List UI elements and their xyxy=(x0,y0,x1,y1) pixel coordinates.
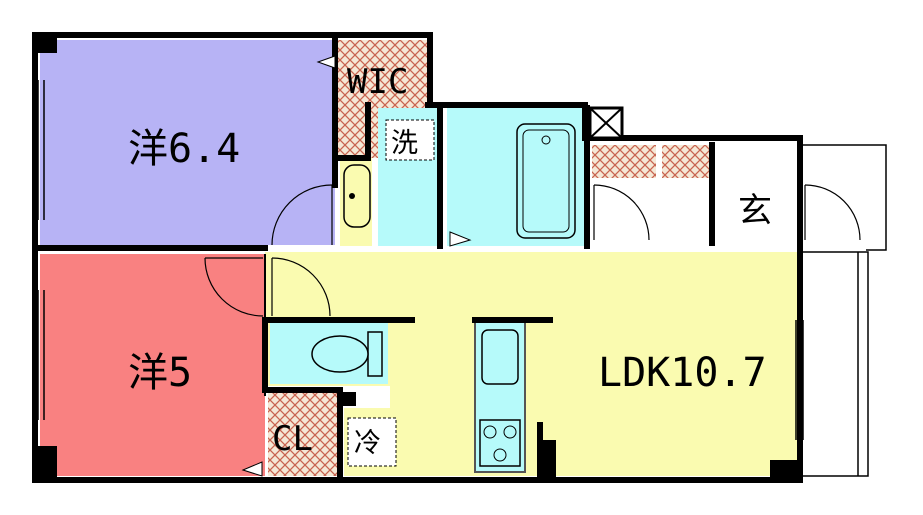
western-room-2-floor xyxy=(40,254,265,476)
washbasin xyxy=(343,164,371,228)
closet-floor xyxy=(268,393,340,476)
washbasin-tap xyxy=(349,193,355,199)
entrance-label: 玄 xyxy=(738,191,772,231)
sink xyxy=(481,329,519,385)
washroom-label-box xyxy=(385,119,435,161)
refrigerator-label: 冷 xyxy=(354,428,381,459)
walk-in-closet-label: WIC xyxy=(347,62,408,102)
western-room-1-floor xyxy=(40,40,335,245)
door-marker-2 xyxy=(449,231,472,247)
ldk-floor xyxy=(265,252,798,476)
entrance-floor xyxy=(712,145,798,243)
wall-columns xyxy=(35,35,800,480)
porch-outline xyxy=(800,144,887,477)
western-room-2-label: 洋5 xyxy=(128,350,192,396)
shoe-storage-1 xyxy=(592,145,656,178)
western-room-1-label: 洋6.4 xyxy=(128,126,240,172)
windows xyxy=(37,80,804,440)
ldk-label: LDK10.7 xyxy=(598,350,767,396)
toilet-tank xyxy=(367,331,383,377)
toilet-bowl xyxy=(311,335,369,373)
stove xyxy=(479,419,521,467)
door-marker-3 xyxy=(241,461,263,477)
bathtub-drain xyxy=(541,135,551,145)
stove-burners xyxy=(483,425,517,462)
refrigerator-space xyxy=(347,417,397,467)
washroom-label: 洗 xyxy=(391,128,418,159)
bathtub xyxy=(516,123,576,239)
closet-label: CL xyxy=(272,419,313,459)
walls xyxy=(32,32,803,483)
doors xyxy=(204,184,861,317)
door-marker-1 xyxy=(316,55,336,69)
bathtub-inner xyxy=(522,129,570,233)
